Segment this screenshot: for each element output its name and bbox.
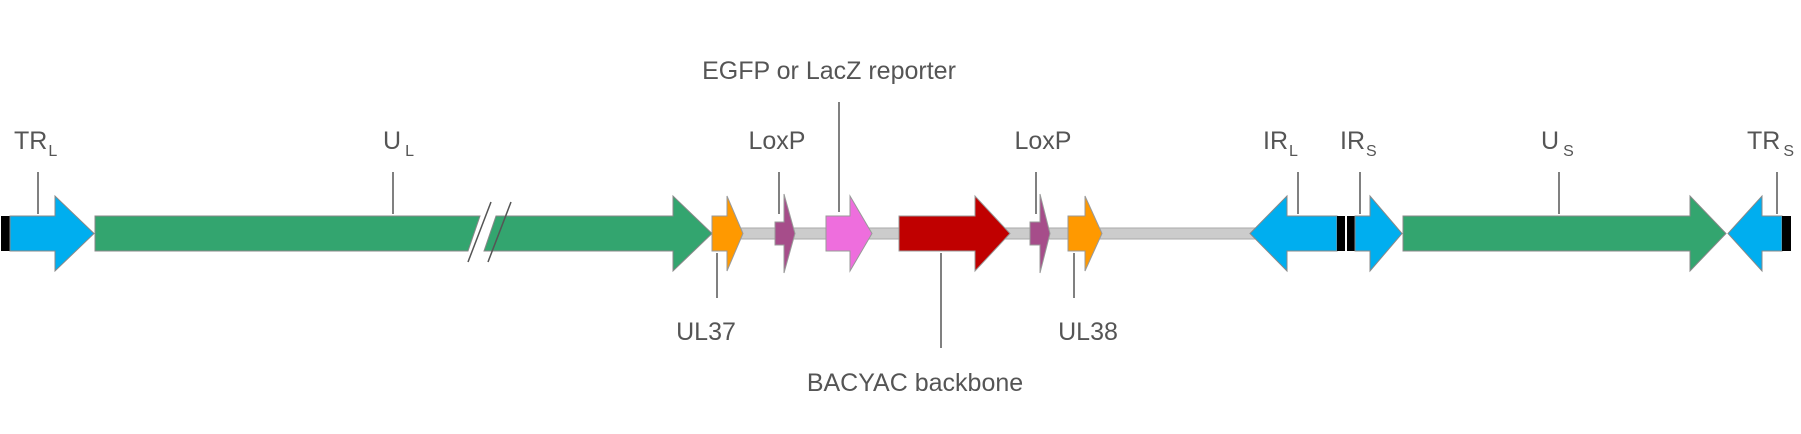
tr-l-arrow xyxy=(9,194,95,273)
u-s-arrow xyxy=(1402,194,1727,273)
loxp-1-label: LoxP xyxy=(749,127,806,155)
loxp-2-label: LoxP xyxy=(1015,127,1072,155)
tr-l-end-cap xyxy=(1,216,10,251)
ir-s-label: IRS xyxy=(1340,127,1377,160)
ul37-arrow xyxy=(711,195,744,272)
loxp-1-arrow xyxy=(774,193,796,274)
ul37-label: UL37 xyxy=(676,318,736,346)
reporter-arrow xyxy=(825,194,873,273)
tr-s-end-cap xyxy=(1782,216,1791,251)
break-mark-left xyxy=(467,201,492,263)
tr-l-label: TRL xyxy=(14,127,57,160)
junction-block-right xyxy=(1347,216,1355,251)
ir-l-arrow xyxy=(1249,194,1338,273)
ir-s-arrow xyxy=(1354,194,1403,273)
u-l-arrow-left xyxy=(94,215,481,252)
ir-l-label: IRL xyxy=(1263,127,1298,160)
reporter-label: EGFP or LacZ reporter xyxy=(702,57,956,85)
junction-block-left xyxy=(1337,216,1345,251)
ul38-arrow xyxy=(1067,195,1103,272)
bacyac-label: BACYAC backbone xyxy=(807,369,1023,397)
bacyac-arrow xyxy=(898,194,1011,273)
loxp-2-arrow xyxy=(1029,193,1051,274)
tr-s-arrow xyxy=(1727,194,1783,273)
ul38-label: UL38 xyxy=(1058,318,1118,346)
u-l-arrow-right xyxy=(483,194,713,273)
break-mark-right xyxy=(487,201,512,263)
